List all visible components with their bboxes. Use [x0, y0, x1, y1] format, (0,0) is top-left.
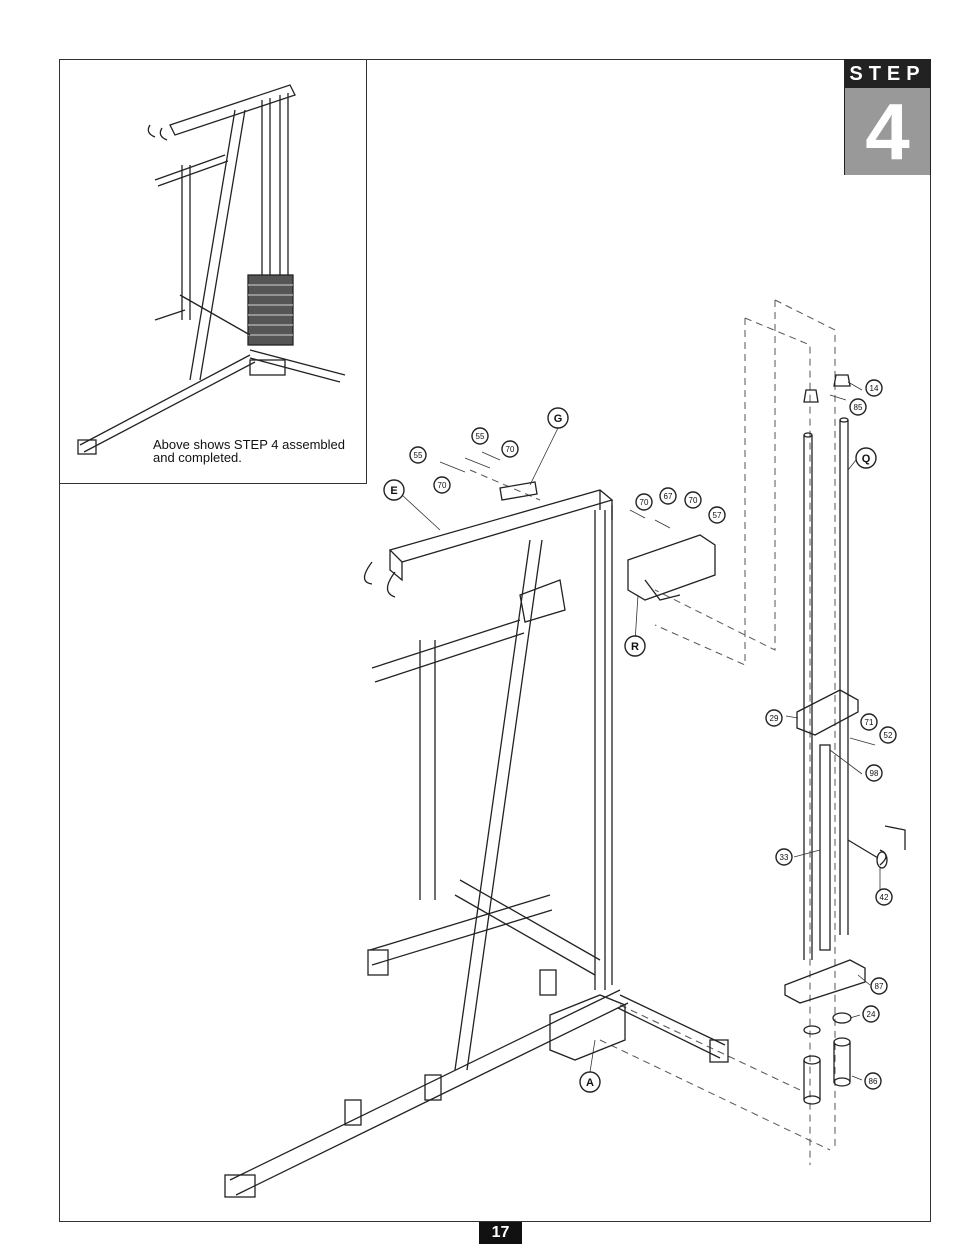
callout-57: 57: [708, 506, 726, 524]
svg-text:55: 55: [414, 451, 423, 460]
svg-text:55: 55: [476, 432, 485, 441]
assembled-caption: Above shows STEP 4 assembled and complet…: [153, 437, 345, 465]
guide-rods: [784, 374, 906, 1105]
svg-text:67: 67: [664, 492, 673, 501]
svg-text:57: 57: [713, 511, 722, 520]
svg-text:70: 70: [506, 445, 515, 454]
callout-33: 33: [775, 848, 793, 866]
svg-text:14: 14: [870, 384, 879, 393]
svg-text:R: R: [631, 641, 639, 653]
svg-text:Q: Q: [862, 453, 871, 465]
callout-42: 42: [875, 888, 893, 906]
assembled-preview-panel: [59, 59, 367, 484]
main-frame: [224, 481, 729, 1198]
svg-text:42: 42: [880, 893, 889, 902]
callout-87: 87: [870, 977, 888, 995]
callout-70b: 70: [433, 476, 451, 494]
svg-text:86: 86: [869, 1077, 878, 1086]
callout-52: 52: [879, 726, 897, 744]
hardware-bolts: [439, 451, 876, 746]
svg-text:E: E: [390, 485, 397, 497]
leader-lines: [401, 381, 881, 1081]
callout-24: 24: [862, 1005, 880, 1023]
callout-85: 85: [849, 398, 867, 416]
page-border: [59, 59, 931, 1222]
callout-E: E: [383, 479, 405, 501]
svg-text:87: 87: [875, 982, 884, 991]
callout-A: A: [579, 1071, 601, 1093]
callout-Q: Q: [855, 447, 877, 469]
svg-text:A: A: [586, 1077, 594, 1089]
svg-text:70: 70: [640, 498, 649, 507]
step-label: STEP: [845, 60, 930, 88]
callout-29: 29: [765, 709, 783, 727]
callout-55a: 55: [409, 446, 427, 464]
callout-R: R: [624, 635, 646, 657]
svg-text:71: 71: [865, 718, 874, 727]
callout-71: 71: [860, 713, 878, 731]
assembly-guide-lines: [469, 299, 836, 1165]
svg-text:70: 70: [438, 481, 447, 490]
callout-55b: 55: [471, 427, 489, 445]
step-number: 4: [845, 88, 930, 175]
callout-70a: 70: [501, 440, 519, 458]
svg-text:33: 33: [780, 853, 789, 862]
callout-70c: 70: [635, 493, 653, 511]
callout-14: 14: [865, 379, 883, 397]
step-badge: STEP 4: [844, 59, 931, 175]
svg-text:70: 70: [689, 496, 698, 505]
callout-67: 67: [659, 487, 677, 505]
callout-G: G: [547, 407, 569, 429]
svg-text:24: 24: [867, 1010, 876, 1019]
svg-text:29: 29: [770, 714, 779, 723]
svg-text:G: G: [554, 413, 563, 425]
svg-text:85: 85: [854, 403, 863, 412]
callout-70d: 70: [684, 491, 702, 509]
svg-text:98: 98: [870, 769, 879, 778]
page-number: 17: [479, 1222, 522, 1244]
callout-98: 98: [865, 764, 883, 782]
callout-86: 86: [864, 1072, 882, 1090]
svg-text:52: 52: [884, 731, 893, 740]
